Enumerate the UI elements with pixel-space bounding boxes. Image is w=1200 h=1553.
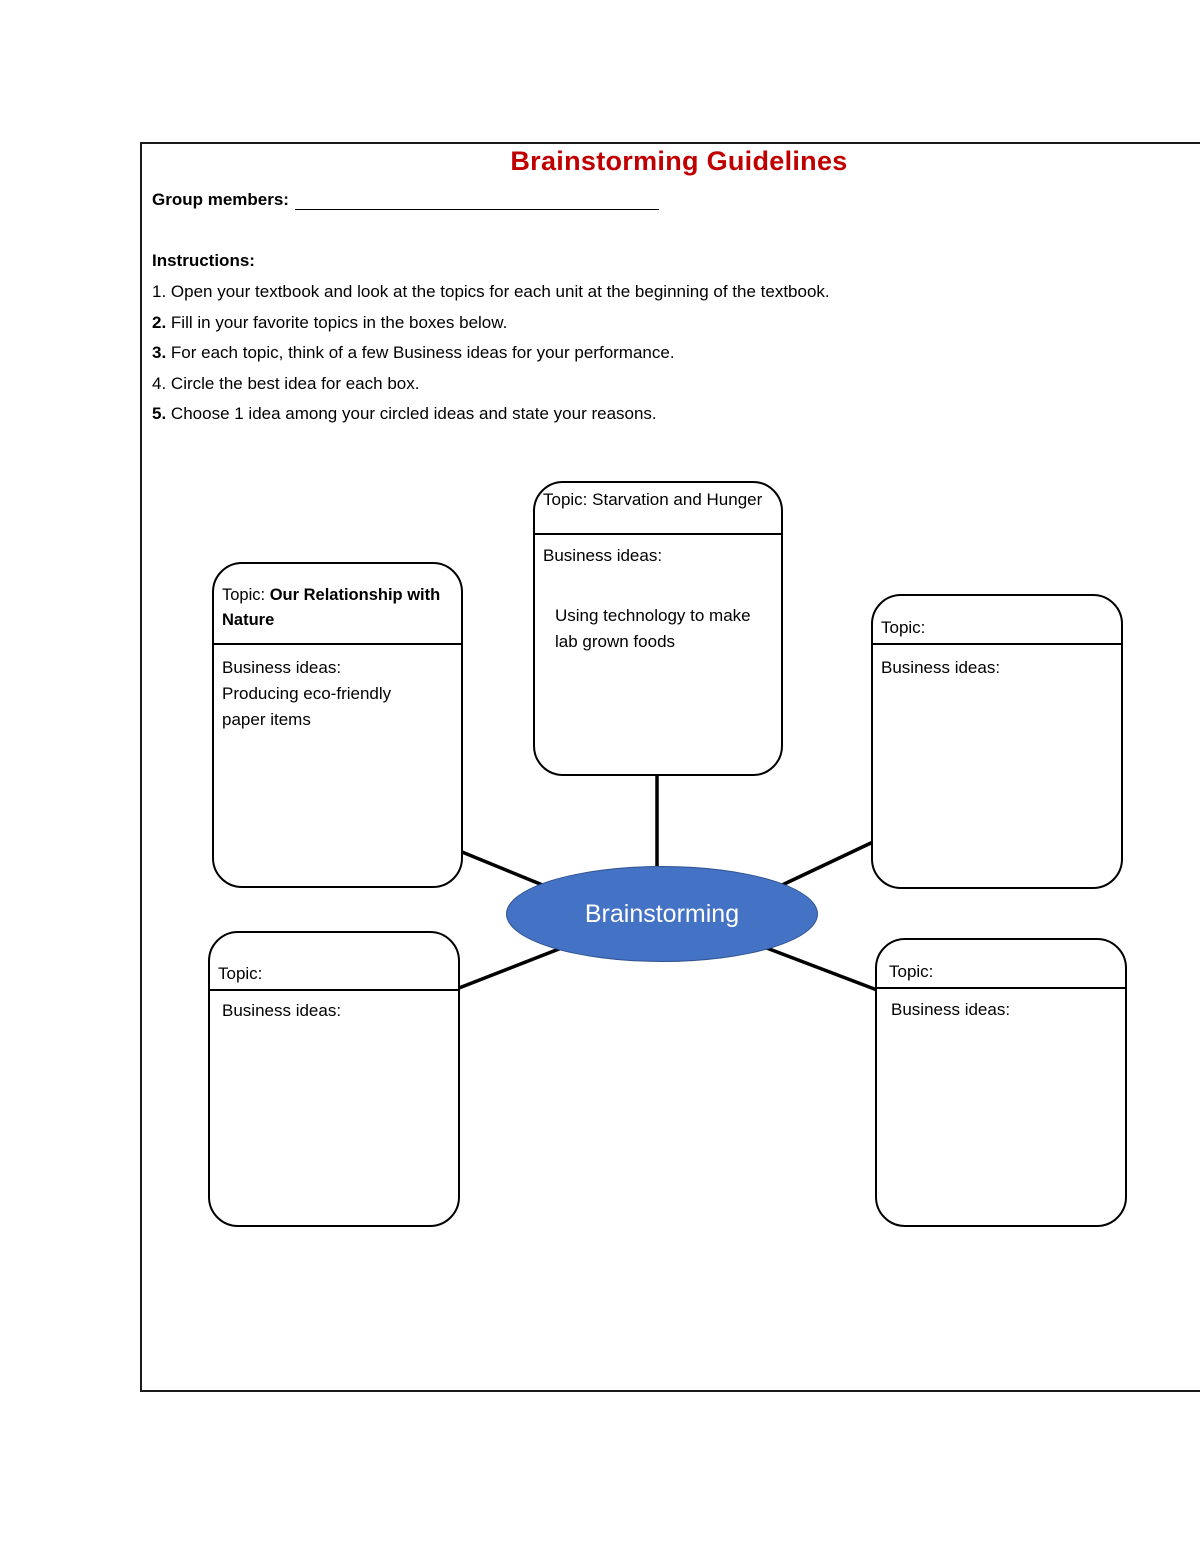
topic-box-upper-left[interactable]: Topic: Our Relationship with Nature Busi… — [212, 562, 463, 888]
topic-box-lower-left[interactable]: Topic: Business ideas: — [208, 931, 460, 1227]
brainstorming-hub: Brainstorming — [506, 866, 818, 962]
topic-field[interactable]: Topic: — [881, 618, 926, 637]
box-divider — [875, 987, 1127, 989]
connector-left-lower — [458, 945, 565, 990]
ideas-field[interactable]: Business ideas: Producing eco-friendly p… — [222, 658, 392, 729]
topic-field[interactable]: Topic: — [889, 962, 934, 981]
ideas-field[interactable]: Business ideas: — [881, 658, 1001, 677]
instruction-item: 5. Choose 1 idea among your circled idea… — [152, 404, 657, 423]
box-divider — [208, 989, 460, 991]
topic-box-top[interactable]: Topic: Starvation and Hunger Business id… — [533, 481, 783, 776]
instructions-list: 1. Open your textbook and look at the to… — [152, 281, 830, 434]
instruction-item: 2. Fill in your favorite topics in the b… — [152, 312, 508, 332]
topic-box-lower-right[interactable]: Topic: Business ideas: — [875, 938, 1127, 1227]
box-divider — [871, 643, 1123, 645]
connector-right-upper — [779, 840, 874, 888]
worksheet-frame — [140, 142, 1200, 1392]
group-members-label: Group members: — [152, 190, 289, 209]
instruction-item: 3. For each topic, think of a few Busine… — [152, 343, 675, 362]
topic-field[interactable]: Topic: Starvation and Hunger — [543, 490, 763, 509]
group-members-blank[interactable] — [294, 191, 659, 210]
ideas-field[interactable]: Business ideas: Using technology to make… — [543, 546, 751, 651]
group-members-row: Group members: — [152, 190, 659, 210]
box-divider — [533, 533, 783, 535]
topic-box-upper-right[interactable]: Topic: Business ideas: — [871, 594, 1123, 889]
page-title: Brainstorming Guidelines — [510, 146, 848, 176]
instruction-item: 1. Open your textbook and look at the to… — [152, 282, 830, 301]
instructions-heading: Instructions: — [152, 251, 255, 270]
connector-left-upper — [461, 850, 546, 888]
connector-right-lower — [763, 945, 878, 992]
ideas-field[interactable]: Business ideas: — [222, 1001, 342, 1020]
hub-label: Brainstorming — [584, 899, 740, 928]
topic-field[interactable]: Topic: Our Relationship with Nature — [222, 586, 441, 629]
instruction-item: 4. Circle the best idea for each box. — [152, 373, 420, 393]
topic-field[interactable]: Topic: — [218, 964, 263, 983]
ideas-field[interactable]: Business ideas: — [891, 1000, 1011, 1019]
box-divider — [212, 643, 463, 645]
